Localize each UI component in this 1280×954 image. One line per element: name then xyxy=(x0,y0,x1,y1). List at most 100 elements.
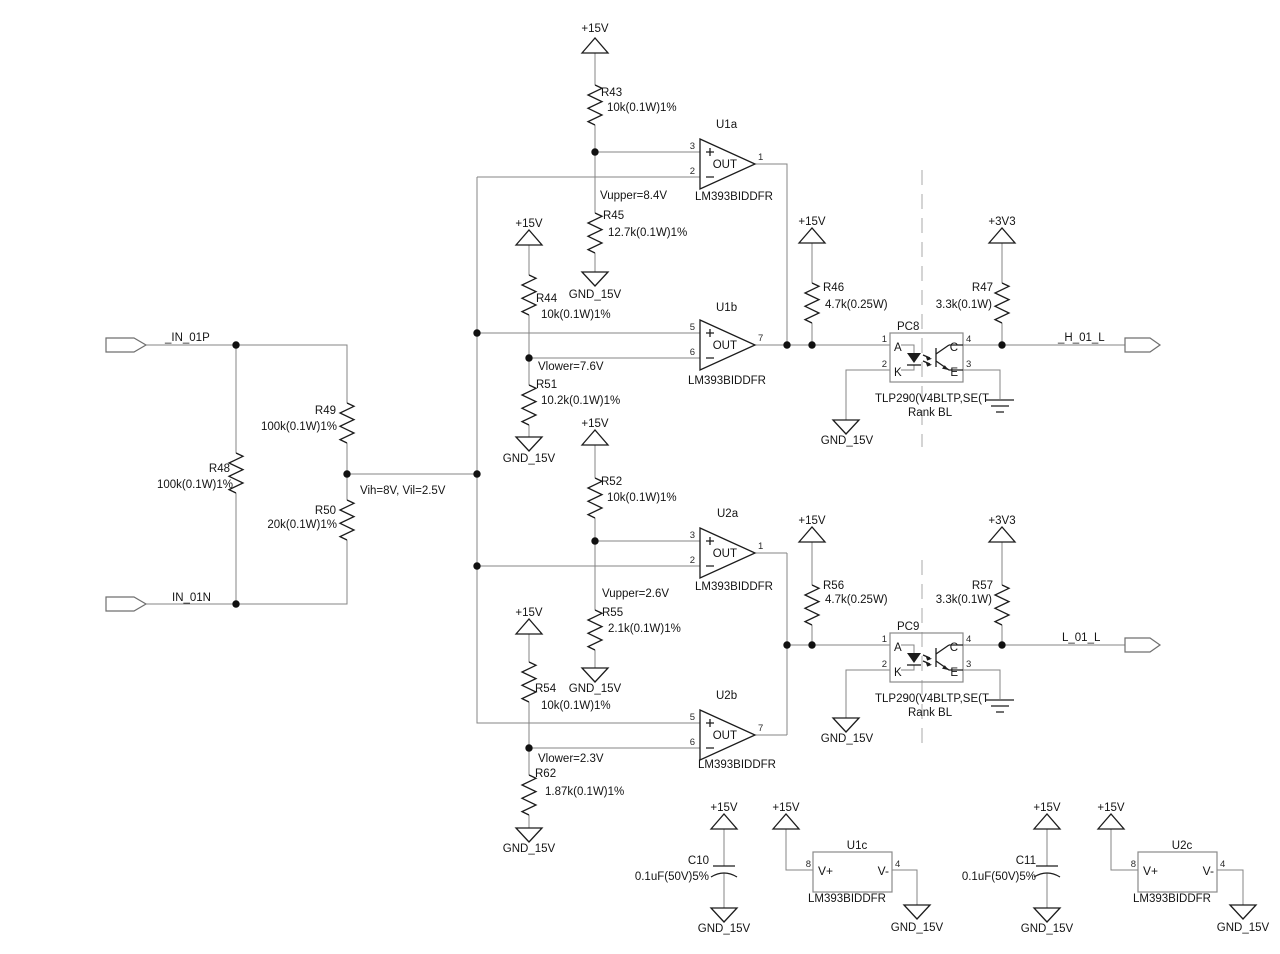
net-label-out-h: _H_01_L xyxy=(1057,332,1105,344)
port-in-p: _IN_01P xyxy=(105,332,210,353)
pc8-rank: Rank BL xyxy=(908,407,953,419)
u2c-part: LM393BIDDFR xyxy=(1133,893,1211,905)
upper-threshold-wires xyxy=(528,53,700,437)
pc9-part: TLP290(V4BLTP,SE(T xyxy=(875,693,989,705)
port-out-h: _H_01_L xyxy=(1057,332,1162,353)
u1b-pin-plus: 5 xyxy=(690,322,695,333)
comparator-u2a: U2a LM393BIDDFR OUT 3 2 1 xyxy=(690,508,773,593)
u1c-part: LM393BIDDFR xyxy=(808,893,886,905)
gnd15-label: GND_15V xyxy=(569,683,622,695)
u1b-out-label: OUT xyxy=(713,340,737,352)
u1a-pin-out: 1 xyxy=(758,152,763,163)
power-net-labels: +15V +15V +15V +15V +15V +15V +15V +15V … xyxy=(503,23,1270,935)
net-label-in-p: _IN_01P xyxy=(164,332,210,344)
port-in-n: IN_01N xyxy=(105,592,211,612)
u2a-pin-out: 1 xyxy=(758,541,763,552)
u2b-pin-minus: 6 xyxy=(690,737,695,748)
u1c-ref: U1c xyxy=(847,840,868,852)
r50-ref: R50 xyxy=(315,505,336,517)
pc9-pin-a: 1 xyxy=(882,634,887,645)
pc9-rank: Rank BL xyxy=(908,707,953,719)
u2b-out-label: OUT xyxy=(713,730,737,742)
u2c-pin-vplus: 8 xyxy=(1131,859,1136,870)
pc9-collector-label: C xyxy=(950,642,958,654)
r55-ref: R55 xyxy=(602,607,623,619)
vupper1-note: Vupper=8.4V xyxy=(600,190,667,202)
pc8-anode-label: A xyxy=(894,342,902,354)
p15-label: +15V xyxy=(581,418,609,430)
pc9-anode-label: A xyxy=(894,642,902,654)
r44-ref: R44 xyxy=(536,293,558,305)
r62-ref: R62 xyxy=(535,768,556,780)
p15-label: +15V xyxy=(1033,802,1061,814)
u1b-pin-minus: 6 xyxy=(690,347,695,358)
r51-value: 10.2k(0.1W)1% xyxy=(541,395,620,407)
u2c-vminus-label: V- xyxy=(1203,864,1214,878)
r45-ref: R45 xyxy=(603,210,624,222)
vlower2-note: Vlower=2.3V xyxy=(538,753,604,765)
p15-label: +15V xyxy=(710,802,738,814)
u2a-pin-plus: 3 xyxy=(690,530,695,541)
net-label-in-n: IN_01N xyxy=(172,592,211,604)
lower-threshold-wires xyxy=(528,445,700,828)
u2b-pin-plus: 5 xyxy=(690,712,695,723)
r47-value: 3.3k(0.1W) xyxy=(936,299,992,311)
u1a-pin-minus: 2 xyxy=(690,166,695,177)
u2c-ref: U2c xyxy=(1172,840,1193,852)
pc8-ref: PC8 xyxy=(897,321,919,333)
r48-value: 100k(0.1W)1% xyxy=(157,479,233,491)
gnd15-label: GND_15V xyxy=(503,843,556,855)
pc8-emitter-label: E xyxy=(950,367,958,379)
r62-value: 1.87k(0.1W)1% xyxy=(545,786,624,798)
r57-value: 3.3k(0.1W) xyxy=(936,594,992,606)
u2c-vplus-label: V+ xyxy=(1143,864,1158,878)
u1c-vminus-label: V- xyxy=(878,864,889,878)
p15-label: +15V xyxy=(798,515,826,527)
r46-ref: R46 xyxy=(823,282,844,294)
pc8-cathode-label: K xyxy=(894,367,902,379)
connector-flag-icon xyxy=(105,337,148,353)
earth-ground-icons xyxy=(985,399,1015,713)
connector-flag-icon xyxy=(1124,637,1162,653)
r52-value: 10k(0.1W)1% xyxy=(607,492,677,504)
u1c-vplus-label: V+ xyxy=(818,864,833,878)
p3v3-label: +3V3 xyxy=(988,515,1015,527)
junction-dots xyxy=(232,148,1006,752)
u2c-pin-vminus: 4 xyxy=(1220,859,1225,870)
capacitor-c10: C10 0.1uF(50V)5% xyxy=(635,855,738,883)
r54-ref: R54 xyxy=(535,683,557,695)
c11-ref: C11 xyxy=(1016,855,1036,867)
p15-label: +15V xyxy=(772,802,800,814)
p15-label: +15V xyxy=(581,23,609,35)
u2a-ref: U2a xyxy=(717,508,739,520)
comparator-u2b: U2b LM393BIDDFR OUT 5 6 7 xyxy=(690,690,776,771)
pc8-collector-label: C xyxy=(950,342,958,354)
gnd15-label: GND_15V xyxy=(821,435,874,447)
u1c-pin-vplus: 8 xyxy=(806,859,811,870)
vlower1-note: Vlower=7.6V xyxy=(538,361,604,373)
optocoupler-pc8: PC8 TLP290(V4BLTP,SE(T Rank BL A K C E 1… xyxy=(875,321,989,419)
r51-ref: R51 xyxy=(536,379,557,391)
gnd15-label: GND_15V xyxy=(821,733,874,745)
threshold-note: Vih=8V, Vil=2.5V xyxy=(360,485,446,497)
r56-value: 4.7k(0.25W) xyxy=(825,594,888,606)
gnd15-label: GND_15V xyxy=(503,453,556,465)
r48-ref: R48 xyxy=(209,463,230,475)
gnd15-label: GND_15V xyxy=(569,289,622,301)
r56-ref: R56 xyxy=(823,580,844,592)
u1a-out-label: OUT xyxy=(713,159,737,171)
vupper2-note: Vupper=2.6V xyxy=(602,588,669,600)
power-unit-u2c: U2c LM393BIDDFR V+ V- 8 4 xyxy=(1131,840,1226,905)
r44-value: 10k(0.1W)1% xyxy=(541,309,611,321)
r54-value: 10k(0.1W)1% xyxy=(541,700,611,712)
u1a-pin-plus: 3 xyxy=(690,141,695,152)
gnd15-label: GND_15V xyxy=(1217,922,1270,934)
port-out-l: L_01_L xyxy=(1062,632,1162,653)
u1b-pin-out: 7 xyxy=(758,333,763,344)
p3v3-label: +3V3 xyxy=(988,216,1015,228)
capacitor-c11: C11 0.1uF(50V)5% xyxy=(962,855,1061,883)
u2a-part: LM393BIDDFR xyxy=(695,581,773,593)
r45-value: 12.7k(0.1W)1% xyxy=(608,227,687,239)
r50-value: 20k(0.1W)1% xyxy=(267,519,337,531)
